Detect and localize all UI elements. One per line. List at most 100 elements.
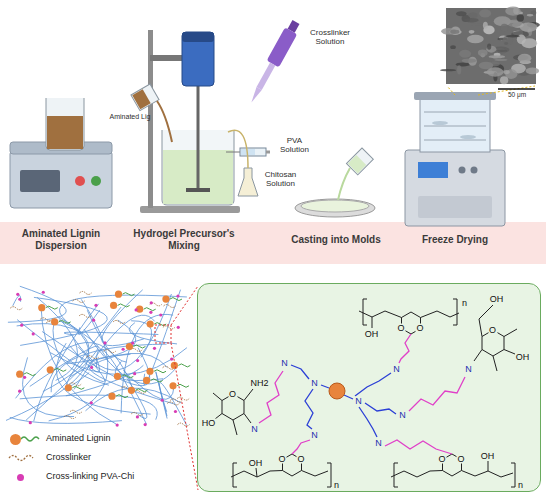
drawing-part [213, 393, 222, 401]
drawing-part [391, 471, 513, 478]
sem-pore [527, 14, 534, 16]
step-label: Aminated Lignin Dispersion [4, 228, 118, 251]
legend-text: Crosslinker [46, 452, 91, 462]
drawing-part [478, 86, 535, 95]
drawing-part [231, 471, 328, 478]
legend-tail [20, 434, 42, 444]
atom-label: OH [480, 451, 496, 460]
sem-pore [462, 58, 477, 62]
crosslinker-mark [70, 410, 82, 413]
polymer-strand [59, 295, 186, 332]
drawing-part [424, 112, 486, 113]
polymer-strand [16, 342, 134, 398]
drawing-part [5, 285, 190, 433]
drawing-part [213, 299, 517, 487]
drawing-part [394, 463, 398, 487]
drawing-part [348, 155, 366, 173]
drawing-part [131, 84, 159, 111]
crosslink-dot [174, 410, 177, 413]
sem-pore [440, 69, 456, 71]
drawing-part [171, 343, 198, 490]
legend-dotted-line [9, 456, 33, 461]
sem-pore [504, 42, 508, 45]
crosslinker-mark [69, 383, 81, 386]
sem-pore [503, 70, 510, 74]
drawing-part [405, 150, 505, 226]
legend-line-sample [8, 453, 40, 463]
atom-label: O [488, 325, 497, 334]
lignin-tail [46, 306, 58, 309]
lignin-tail [135, 389, 147, 392]
sem-pore [456, 62, 471, 66]
drawing-part [409, 377, 465, 411]
drawing-part [256, 468, 257, 477]
crosslink-dot [150, 301, 153, 304]
drawing-part [10, 150, 112, 208]
atom-label: n [517, 480, 524, 489]
lignin-particle [115, 291, 122, 298]
sem-pore [502, 20, 518, 23]
drawing-part [511, 463, 515, 487]
crosslink-dot [144, 423, 147, 426]
lignin-tail [154, 370, 166, 373]
crosslink-dot [136, 359, 139, 362]
lignin-tail [72, 386, 84, 389]
atom-label: N [310, 430, 319, 439]
sem-pore [501, 24, 508, 32]
crosslink-dot [135, 308, 138, 311]
crosslink-dot [133, 372, 136, 375]
crosslink-dot [103, 341, 106, 344]
atom-label: OH [489, 294, 505, 303]
drawing-part [0, 222, 546, 264]
crosslinker-mark [178, 423, 190, 426]
atom-label: OH [515, 352, 531, 361]
crosslinker-mark [73, 299, 85, 302]
crosslinker-mark [163, 326, 175, 329]
atom-label: O [277, 455, 286, 464]
drawing-part [244, 414, 251, 424]
crosslink-dot [170, 358, 173, 361]
sem-pore [467, 35, 484, 43]
lignin-tail [133, 345, 145, 348]
crosslink-dot [161, 399, 164, 402]
drawing-part [301, 200, 369, 212]
atom-label: O [456, 455, 465, 464]
crosslink-dot [29, 421, 32, 424]
sem-pore [457, 65, 461, 74]
crosslinker-mark [40, 318, 52, 321]
sem-pore [506, 35, 520, 38]
drawing-part [385, 440, 452, 454]
lignin-tail [170, 298, 182, 301]
drawing-part [498, 88, 535, 90]
crosslinker-mark [64, 416, 76, 419]
polymer-strand [69, 345, 99, 372]
drawing-part [424, 140, 486, 141]
drawing-part [291, 365, 309, 379]
drawing-part [157, 101, 172, 142]
drawing-part [474, 350, 482, 362]
crosslink-dot [159, 313, 162, 316]
drawing-part [155, 325, 171, 343]
drawing-part [414, 92, 496, 100]
sem-pore [478, 49, 488, 55]
sem-pore [500, 76, 508, 84]
crosslinker-mark [170, 399, 182, 402]
drawing-part [182, 32, 214, 42]
drawing-part [182, 32, 214, 86]
network-illustration [0, 280, 200, 495]
polymer-strand [121, 314, 173, 413]
drawing-part [365, 403, 396, 414]
polymer-strand [49, 299, 108, 421]
sem-pore [483, 22, 488, 29]
drawing-part [233, 463, 237, 487]
lignin-particle [146, 368, 153, 375]
atom-label: N [374, 438, 383, 447]
sem-pore [459, 50, 471, 58]
crosslinker-mark [164, 304, 176, 307]
crosslink-dot [18, 390, 21, 393]
sem-pore [520, 22, 537, 31]
drawing-part [432, 121, 448, 125]
lignin-tail [24, 373, 36, 376]
drawing-part [420, 98, 490, 152]
lignin-particle [128, 387, 135, 394]
